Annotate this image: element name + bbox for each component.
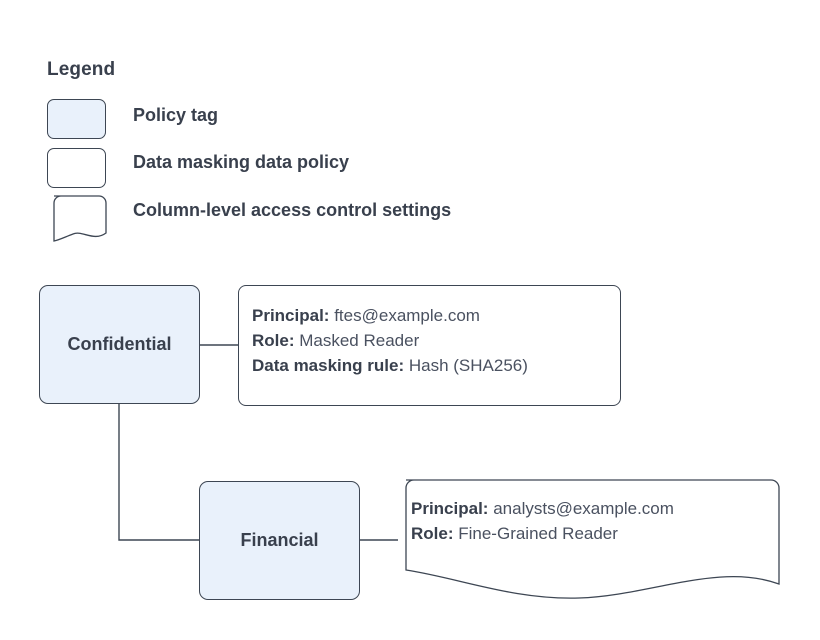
node-financial-label: Financial	[240, 530, 319, 550]
column-access-settings-shape	[405, 479, 780, 599]
node-confidential-label: Confidential	[67, 334, 172, 354]
policy-line-value: Masked Reader	[299, 331, 420, 350]
node-financial[interactable]: Financial	[199, 481, 360, 600]
policy-line-value: Fine-Grained Reader	[458, 524, 618, 543]
policy-line-value: Hash (SHA256)	[408, 356, 528, 375]
policy-line: Role: Fine-Grained Reader	[411, 521, 771, 546]
legend-swatch-settings	[47, 195, 106, 238]
node-confidential[interactable]: Confidential	[39, 285, 200, 404]
policy-line-key: Principal:	[411, 499, 489, 518]
policy-line-value: analysts@example.com	[493, 499, 674, 518]
policy-line: Role: Masked Reader	[252, 328, 620, 353]
policy-line-value: ftes@example.com	[334, 306, 480, 325]
settings-note-swatch-shape	[53, 195, 107, 242]
policy-line-key: Data masking rule:	[252, 356, 405, 375]
connector-confidential-to-financial	[118, 404, 199, 541]
legend-swatch-policy-tag	[47, 99, 106, 139]
policy-line-key: Principal:	[252, 306, 330, 325]
column-access-settings-box[interactable]: Principal: analysts@example.com Role: Fi…	[398, 479, 779, 604]
masking-policy-box[interactable]: Principal: ftes@example.com Role: Masked…	[238, 285, 621, 406]
legend-label-policy-tag: Policy tag	[133, 105, 219, 125]
legend-title: Legend	[47, 59, 116, 80]
policy-line: Principal: analysts@example.com	[411, 496, 771, 521]
policy-line: Data masking rule: Hash (SHA256)	[252, 353, 620, 378]
legend-label-settings: Column-level access control settings	[133, 200, 452, 220]
legend-swatch-data-policy	[47, 148, 106, 188]
policy-line: Principal: ftes@example.com	[252, 303, 620, 328]
legend-label-data-policy: Data masking data policy	[133, 152, 350, 172]
policy-line-key: Role:	[252, 331, 295, 350]
policy-line-key: Role:	[411, 524, 454, 543]
